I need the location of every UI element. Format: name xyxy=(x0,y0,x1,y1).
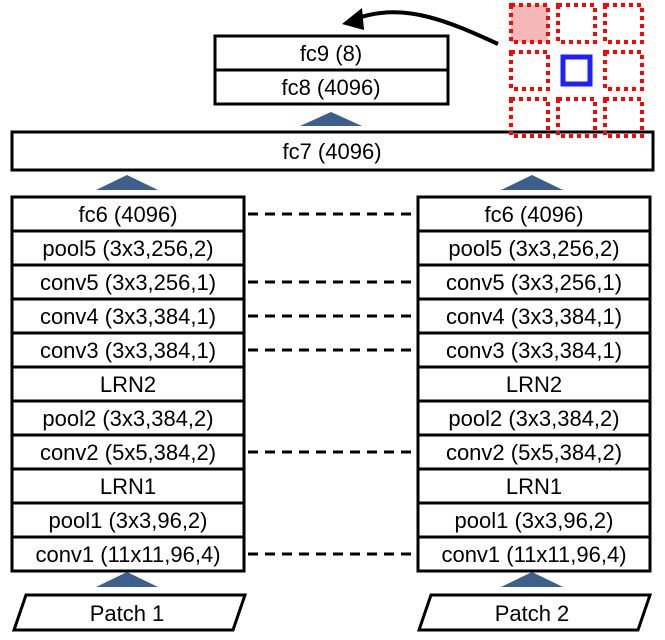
grid-patch-0-2 xyxy=(603,3,644,44)
right-conv3-box xyxy=(416,331,652,369)
left-lrn2-label: LRN2 xyxy=(100,372,156,397)
left-fc6-label: fc6 (4096) xyxy=(78,202,177,227)
grid-patch-2-0 xyxy=(509,97,550,138)
left-column-stack: fc6 (4096) pool5 (3x3,256,2) conv5 (3x3,25… xyxy=(10,195,246,573)
left-conv4-label: conv4 (3x3,384,1) xyxy=(40,304,216,329)
left-pool2-label: pool2 (3x3,384,2) xyxy=(42,406,213,431)
right-pool5-box xyxy=(416,229,652,267)
patch-1-label: Patch 1 xyxy=(90,601,165,626)
grid-patch-1-2 xyxy=(603,50,644,91)
left-conv5-label: conv5 (3x3,256,1) xyxy=(40,270,216,295)
left-conv1-label: conv1 (11x11,96,4) xyxy=(35,542,220,567)
patch-2-label: Patch 2 xyxy=(495,601,570,626)
fc8-box xyxy=(213,68,450,106)
fc7-label: fc7 (4096) xyxy=(282,139,381,164)
patch-2-shape xyxy=(416,593,653,632)
right-conv2-box xyxy=(416,433,652,471)
right-conv3-label: conv3 (3x3,384,1) xyxy=(446,338,622,363)
curved-arrow-line xyxy=(357,10,499,46)
left-conv2-box xyxy=(10,433,246,471)
grid-patch-2-2 xyxy=(603,97,644,138)
left-pool1-label: pool1 (3x3,96,2) xyxy=(49,508,208,533)
up-arrow-patch2-to-conv1 xyxy=(501,572,563,587)
grid-selected-patch xyxy=(509,3,550,44)
right-lrn1-box xyxy=(416,467,652,505)
fc9-label: fc9 (8) xyxy=(300,41,362,66)
right-column-stack: fc6 (4096) pool5 (3x3,256,2) conv5 (3x3,25… xyxy=(416,195,652,573)
right-pool1-box xyxy=(416,501,652,539)
right-lrn1-label: LRN1 xyxy=(506,474,562,499)
left-conv3-box xyxy=(10,331,246,369)
fc7-layer: fc7 (4096) xyxy=(10,130,655,172)
right-pool2-label: pool2 (3x3,384,2) xyxy=(448,406,619,431)
patch-2-input: Patch 2 xyxy=(416,593,653,632)
right-conv2-label: conv2 (5x5,384,2) xyxy=(446,440,622,465)
left-pool5-label: pool5 (3x3,256,2) xyxy=(42,236,213,261)
up-arrow-fc7-to-fc8 xyxy=(300,112,362,126)
fc8-label: fc8 (4096) xyxy=(281,75,380,100)
grid-patch-1-0 xyxy=(509,50,550,91)
right-fc6-label: fc6 (4096) xyxy=(484,202,583,227)
left-conv5-box xyxy=(10,263,246,301)
right-conv4-label: conv4 (3x3,384,1) xyxy=(446,304,622,329)
patch-1-shape xyxy=(11,593,248,632)
right-conv1-label: conv1 (11x11,96,4) xyxy=(441,542,626,567)
left-conv1-box xyxy=(10,535,246,573)
grid-to-fc9-arrow xyxy=(342,8,499,46)
patch-1-input: Patch 1 xyxy=(11,593,248,632)
up-arrow-patch1-to-conv1 xyxy=(96,572,158,587)
right-pool5-label: pool5 (3x3,256,2) xyxy=(448,236,619,261)
grid-patch-2-1 xyxy=(556,97,597,138)
left-conv2-label: conv2 (5x5,384,2) xyxy=(40,440,216,465)
up-arrow-right-to-fc7 xyxy=(501,175,563,190)
left-fc6-box xyxy=(10,195,246,233)
grid-center-patch xyxy=(560,54,593,87)
shared-weight-links xyxy=(248,212,414,556)
fc7-box xyxy=(10,130,655,172)
right-conv5-label: conv5 (3x3,256,1) xyxy=(446,270,622,295)
right-conv1-box xyxy=(416,535,652,573)
left-conv3-label: conv3 (3x3,384,1) xyxy=(40,338,216,363)
right-pool1-label: pool1 (3x3,96,2) xyxy=(455,508,614,533)
curved-arrow-head xyxy=(342,8,364,30)
right-lrn2-box xyxy=(416,365,652,403)
left-lrn1-label: LRN1 xyxy=(100,474,156,499)
grid-patch-0-1 xyxy=(556,3,597,44)
left-pool2-box xyxy=(10,399,246,437)
up-arrow-left-to-fc7 xyxy=(96,175,158,190)
right-conv5-box xyxy=(416,263,652,301)
top-head: fc9 (8) fc8 (4096) xyxy=(213,34,450,106)
patch-grid-3x3 xyxy=(509,3,644,138)
right-lrn2-label: LRN2 xyxy=(506,372,562,397)
